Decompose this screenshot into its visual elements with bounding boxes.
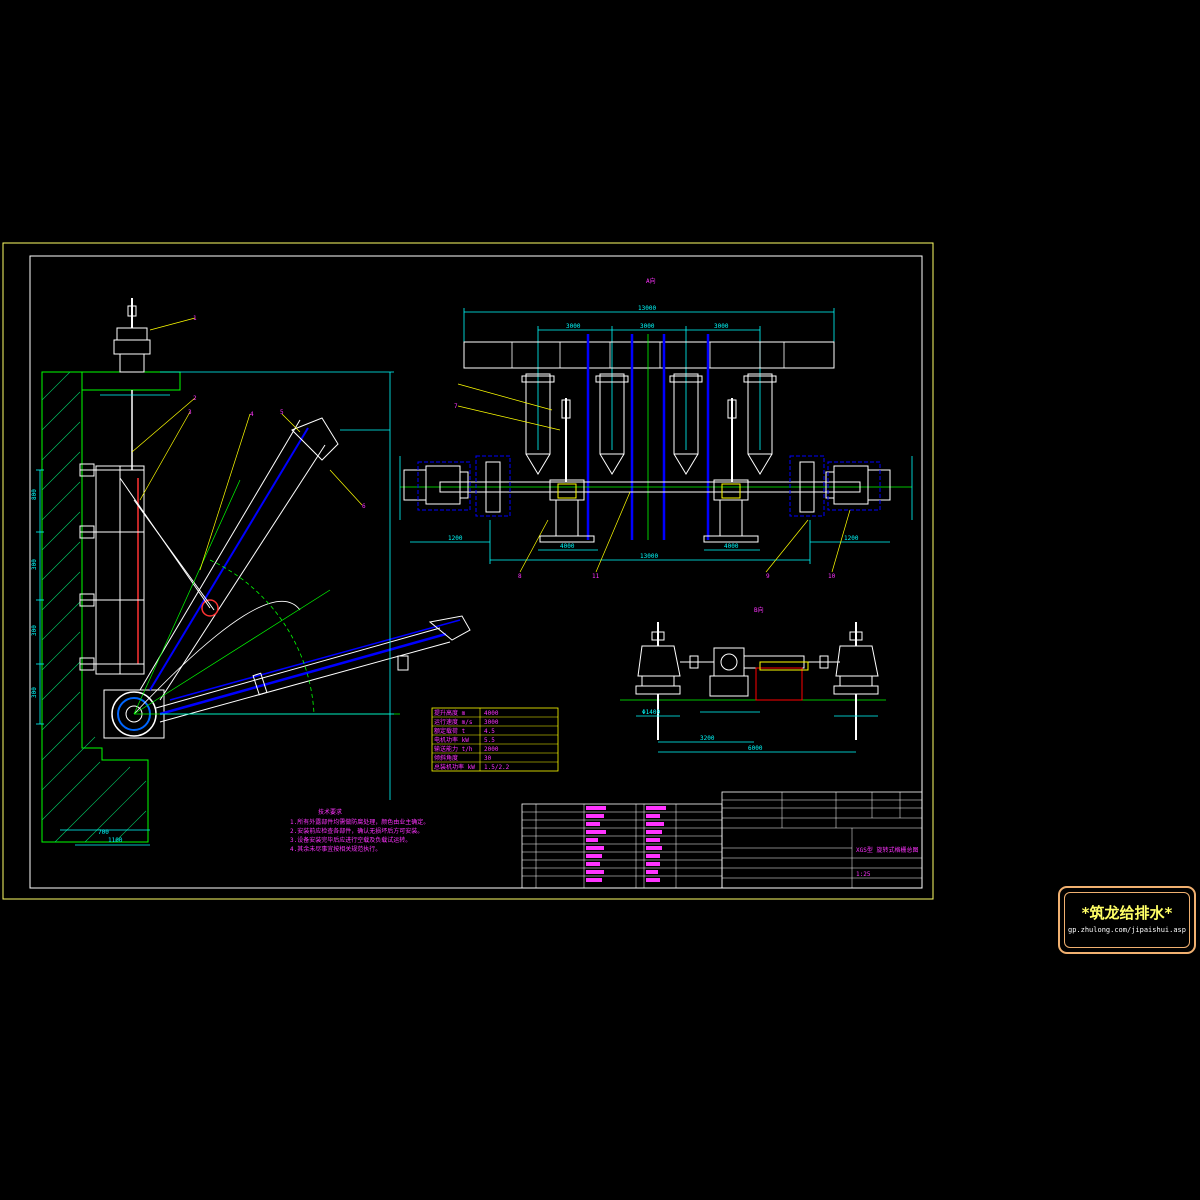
watermark-url: gp.zhulong.com/jipaishui.asp	[1067, 926, 1186, 934]
callout-label: 1	[193, 315, 197, 322]
spec-row-label: 运行速度 m/s	[434, 718, 473, 726]
callout-label: 5	[280, 409, 284, 416]
top-slab	[81, 371, 181, 391]
top-view: A向 13000 3000 3000 3000	[399, 277, 913, 580]
detail-view: B向	[620, 606, 886, 753]
side-view	[36, 298, 471, 846]
technical-notes: 技术要求 1.所有外露部件均需做防腐处理，颜色由业主确定。 2.安装前应检查各部…	[290, 808, 429, 853]
side-dim-label: 1100	[108, 837, 123, 844]
top-dim-bottom: 4000	[560, 543, 575, 550]
spec-row-value: 4.5	[484, 728, 495, 735]
top-dim-bottom: 4000	[724, 543, 739, 550]
callout-label: 2	[193, 395, 197, 402]
callout-label: 9	[766, 573, 770, 580]
drawing-name: XGS型 旋转式格栅总图	[856, 846, 918, 854]
title-block: XGS型 旋转式格栅总图 1:25	[721, 791, 923, 889]
callout-label: 7	[454, 403, 458, 410]
callout-label: 10	[828, 573, 836, 580]
side-dim-label: 800	[31, 489, 38, 500]
inner-frame	[29, 255, 923, 889]
spec-row-value: 5.5	[484, 737, 495, 744]
spec-row-value: 1.5/2.2	[484, 764, 510, 771]
notes-line: 3.设备安装完毕后应进行空载及负载试运转。	[290, 836, 411, 844]
watermark-title: *筑龙给排水*	[1081, 904, 1173, 922]
callout-label: 4	[250, 411, 254, 418]
top-dim-overall-bottom: 13000	[640, 553, 658, 560]
drawing-scale: 1:25	[856, 871, 871, 878]
top-view-title: A向	[646, 277, 656, 285]
detail-dim: Φ1400	[642, 709, 660, 716]
top-dim-span: 3000	[714, 323, 729, 330]
callout-label: 8	[518, 573, 522, 580]
detail-dim: 3200	[700, 735, 715, 742]
top-dim-span: 3000	[566, 323, 581, 330]
spec-row-value: 30	[484, 755, 492, 762]
spec-row-value: 3000	[484, 719, 499, 726]
spec-row-label: 总装机功率 kW	[434, 763, 475, 771]
concrete-wall	[41, 371, 149, 843]
spec-row-value: 2000	[484, 746, 499, 753]
side-callouts: 1 2 3 4 5 6	[188, 315, 366, 510]
callout-label: 3	[188, 409, 192, 416]
callout-label: 11	[592, 573, 600, 580]
spec-row-label: 电机功率 kW	[434, 736, 469, 744]
spec-row-label: 额定载荷 t	[434, 727, 466, 735]
top-dim-bottom: 1200	[448, 535, 463, 542]
spec-row-label: 提升高度 m	[434, 709, 466, 717]
notes-line: 4.其余未尽事宜按相关规范执行。	[290, 845, 381, 853]
top-dim-span: 3000	[640, 323, 655, 330]
top-dim-overall: 13000	[638, 305, 656, 312]
detail-view-title: B向	[754, 606, 764, 614]
side-dim-label: 300	[31, 687, 38, 698]
top-beam	[463, 341, 835, 369]
watermark-border	[1064, 892, 1190, 948]
callout-label: 6	[362, 503, 366, 510]
spec-row-label: 倾斜角度	[434, 754, 458, 762]
detail-dim: 6000	[748, 745, 763, 752]
actuator-head	[116, 327, 148, 341]
side-dim-label: 300	[31, 625, 38, 636]
parts-list	[521, 803, 723, 889]
side-dim-label: 300	[31, 559, 38, 570]
watermark-stamp: *筑龙给排水* gp.zhulong.com/jipaishui.asp	[1058, 886, 1196, 954]
notes-line: 2.安装前应检查各部件，确认无损坏后方可安装。	[290, 827, 423, 835]
side-dim-label: 700	[98, 829, 109, 836]
spec-row-label: 输送能力 t/h	[434, 745, 473, 753]
outer-frame	[2, 242, 934, 900]
notes-line: 1.所有外露部件均需做防腐处理，颜色由业主确定。	[290, 818, 429, 826]
spec-table: 提升高度 m 4000 运行速度 m/s 3000 额定载荷 t 4.5 电机功…	[431, 707, 559, 772]
side-dimensions: 800 300 300 300 1100 700	[31, 489, 123, 844]
top-dim-bottom: 1200	[844, 535, 859, 542]
spec-row-value: 4000	[484, 710, 499, 717]
notes-title: 技术要求	[318, 808, 342, 816]
